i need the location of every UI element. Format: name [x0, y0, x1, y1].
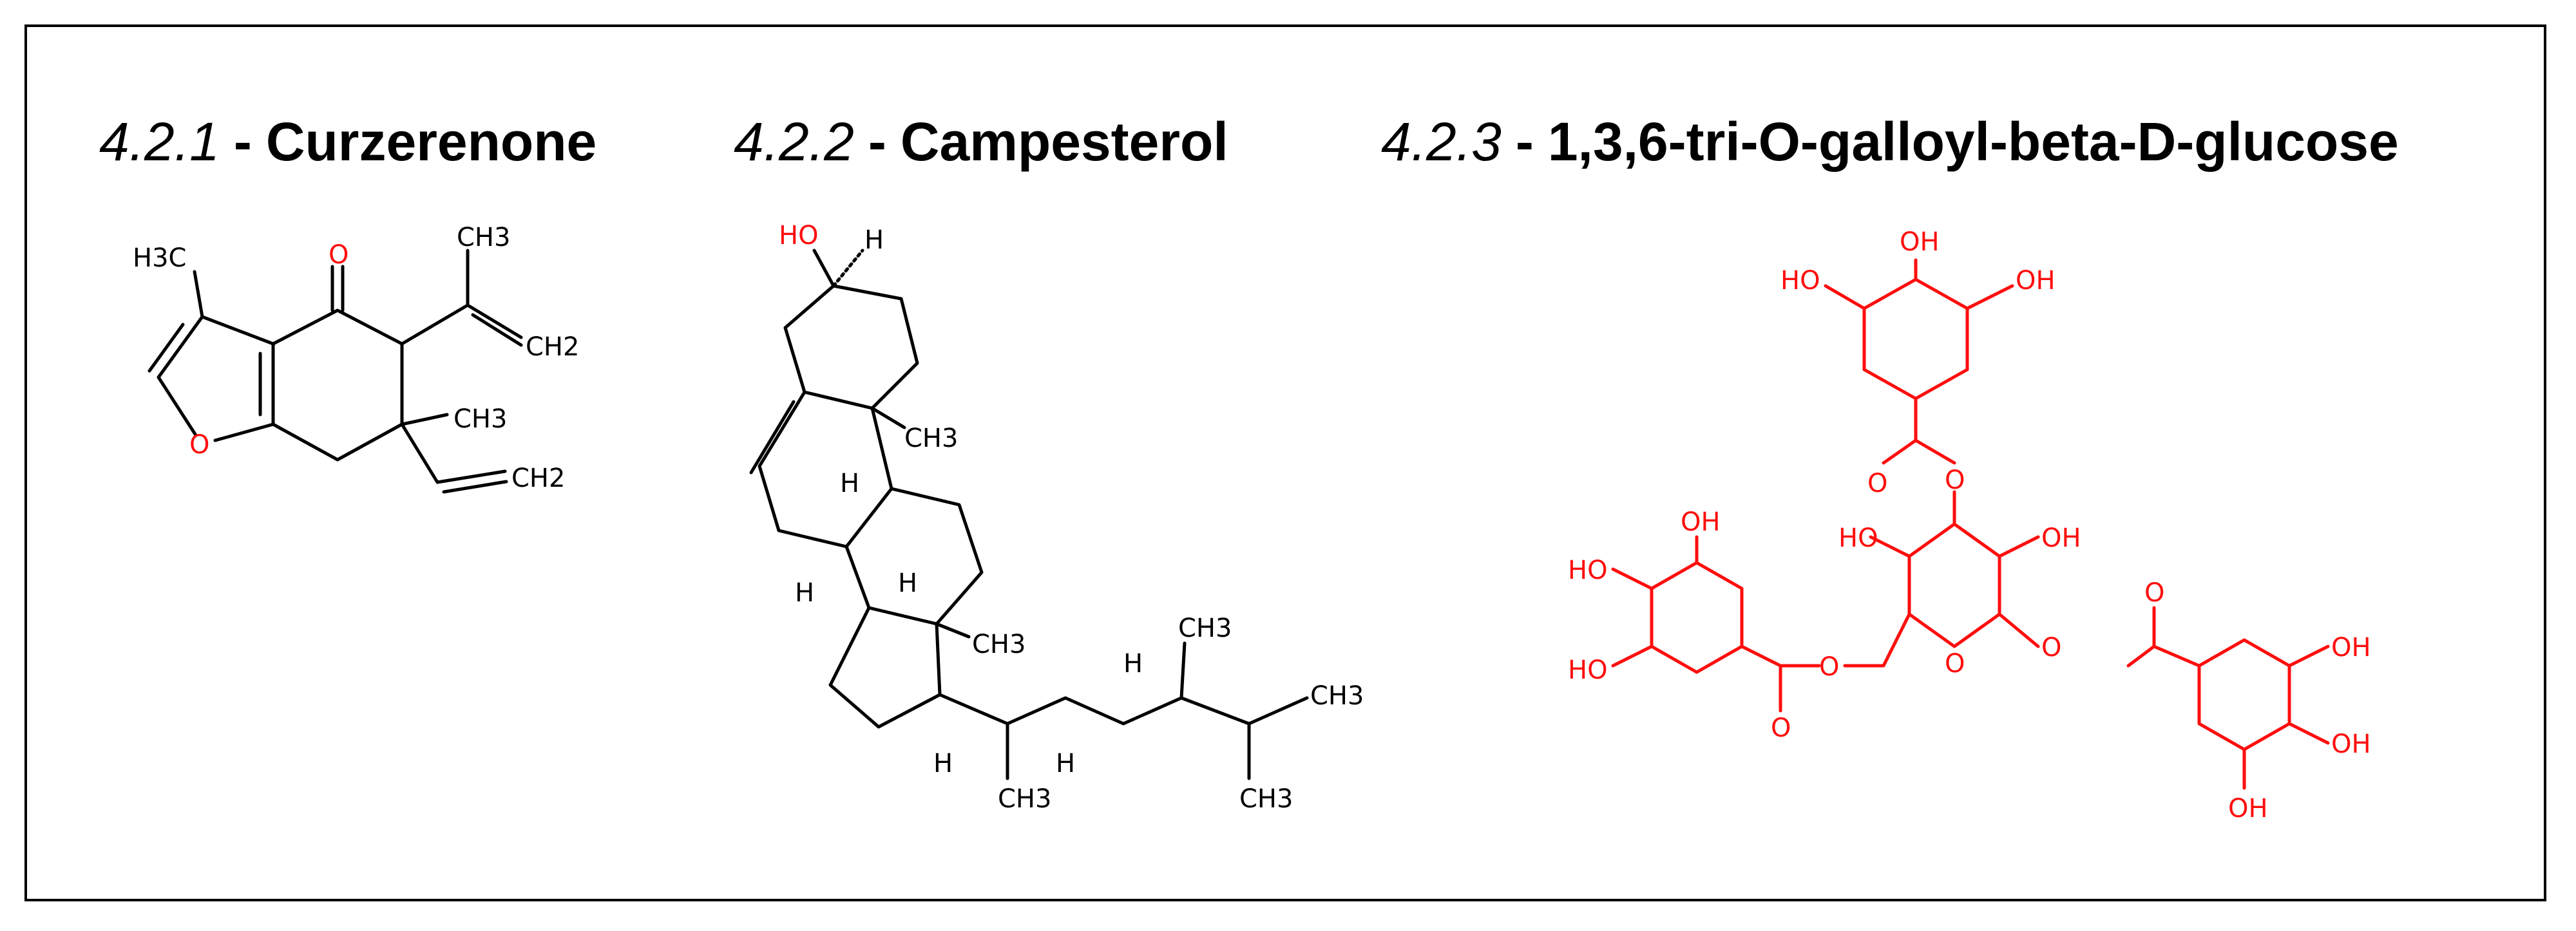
- bond: [400, 249, 470, 346]
- atom-label-h: H: [1056, 749, 1075, 778]
- compound-name: Campesterol: [901, 111, 1228, 172]
- bond: [1824, 258, 2014, 465]
- atom-label-o: O: [1819, 652, 1839, 682]
- structure-campesterol: HO H CH3 H H H CH3 H H CH3 H CH3 CH3 CH3: [749, 221, 1364, 814]
- bond: [935, 622, 971, 639]
- atom-label-ch3: CH3: [453, 404, 507, 434]
- atom-label-ch3: CH3: [904, 424, 958, 453]
- atom-label-ch3: CH3: [1239, 784, 1293, 814]
- bond: [758, 390, 893, 549]
- atom-label-h: H: [864, 225, 884, 255]
- atom-label-oh: OH: [2228, 794, 2268, 823]
- bond: [828, 606, 942, 729]
- bond: [783, 284, 919, 410]
- bond: [870, 406, 906, 429]
- compound-separator: -: [868, 111, 886, 172]
- atom-label-furan-o: O: [189, 430, 209, 460]
- atom-label-hydroxyl: HO: [779, 221, 819, 250]
- bond: [2126, 606, 2330, 790]
- bond: [330, 265, 345, 312]
- compound-number: 4.2.1: [99, 111, 220, 172]
- atom-label-oh: OH: [2041, 523, 2081, 553]
- atom-label-o: O: [1945, 649, 1965, 679]
- bond: [400, 413, 449, 426]
- heading-campesterol: 4.2.2-Campesterol: [734, 111, 1228, 172]
- bond: [749, 400, 796, 475]
- atom-label-oh: OH: [2331, 633, 2371, 663]
- bond: [812, 249, 835, 288]
- structures-figure: 4.2.1-Curzerenone 4.2.2-Campesterol 4.2.…: [99, 111, 2399, 823]
- bond: [400, 422, 508, 494]
- bond: [1179, 641, 1187, 700]
- atom-label-h: H: [1123, 649, 1143, 679]
- atom-label-o: O: [1945, 466, 1965, 495]
- atom-label-ch3: CH3: [1178, 614, 1232, 643]
- atom-label-text: H3C: [133, 243, 186, 273]
- compound-name: Curzerenone: [266, 111, 596, 172]
- atom-label-ketone-o: O: [329, 240, 348, 270]
- atom-label-methyl: H3C: [133, 243, 186, 273]
- atom-label-ch3: CH3: [457, 223, 510, 252]
- atom-label-h: H: [795, 578, 814, 608]
- atom-label-h: H: [933, 749, 953, 778]
- compound-name: 1,3,6-tri-O-galloyl-beta-D-glucose: [1548, 111, 2399, 172]
- bond: [193, 270, 204, 319]
- atom-label-oh: OH: [1681, 507, 1721, 537]
- atom-label-ho: HO: [1568, 556, 1608, 585]
- atom-label-ch2: CH2: [511, 464, 565, 493]
- atom-label-o: O: [2144, 578, 2164, 608]
- atom-label-h: H: [898, 569, 917, 598]
- compound-number: 4.2.3: [1381, 111, 1502, 172]
- atom-label-oh: OH: [2016, 266, 2056, 296]
- atom-label-ho: HO: [1838, 523, 1878, 553]
- bond: [271, 308, 404, 462]
- figure-frame: 4.2.1-Curzerenone 4.2.2-Campesterol 4.2.…: [24, 24, 2546, 901]
- bond: [832, 249, 864, 288]
- structure-curzerenone: H3C O CH3 CH2 CH3 CH2 O: [133, 223, 579, 494]
- atom-label-o: O: [1867, 469, 1887, 498]
- compound-separator: -: [1516, 111, 1534, 172]
- atom-label-oh: OH: [1900, 227, 1940, 257]
- bond: [157, 315, 204, 437]
- bond: [1611, 535, 1821, 713]
- atom-label-oh: OH: [2331, 729, 2371, 759]
- bond: [148, 323, 185, 373]
- bond: [1843, 490, 2040, 668]
- bond: [844, 487, 984, 626]
- bond: [938, 693, 1309, 726]
- bond: [1650, 561, 1744, 674]
- bond: [1862, 277, 1969, 400]
- atom-label-ch3: CH3: [998, 784, 1051, 814]
- bond: [2197, 638, 2291, 751]
- atom-label-ch3: CH3: [972, 630, 1026, 659]
- compound-separator: -: [234, 111, 252, 172]
- structure-trigalloyl-glucose: OH HO OH O O HO OH OH HO HO O O O O O OH…: [1568, 227, 2371, 823]
- bond: [466, 303, 523, 347]
- atom-label-ch2: CH2: [526, 332, 579, 362]
- heading-trigalloyl-glucose: 4.2.3-1,3,6-tri-O-galloyl-beta-D-glucose: [1381, 111, 2399, 172]
- bond: [200, 315, 275, 442]
- atom-label-o: O: [1771, 713, 1791, 743]
- heading-curzerenone: 4.2.1-Curzerenone: [99, 111, 596, 172]
- atom-label-ho: HO: [1780, 266, 1820, 296]
- atom-label-ho: HO: [1568, 655, 1608, 685]
- compound-number: 4.2.2: [734, 111, 854, 172]
- atom-label-h: H: [840, 469, 859, 498]
- atom-label-o: O: [2041, 633, 2061, 663]
- bond: [1907, 522, 2001, 648]
- atom-label-ch3: CH3: [1310, 681, 1364, 711]
